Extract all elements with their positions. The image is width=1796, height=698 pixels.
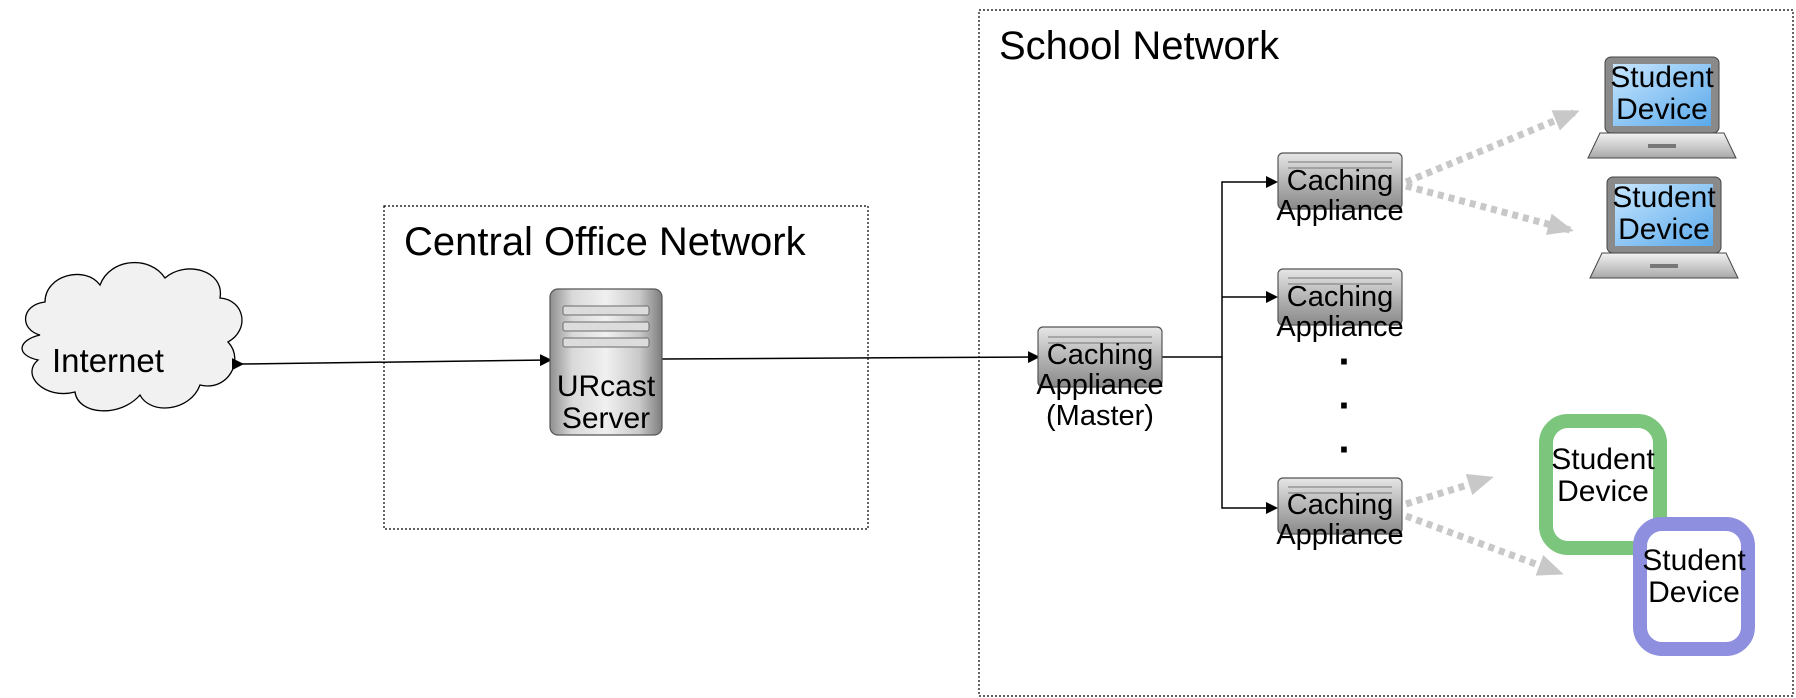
master-appliance-label-line3: (Master) <box>1046 399 1154 432</box>
tablet-icon <box>1633 517 1755 656</box>
tower-server-icon <box>549 288 663 436</box>
rack-server-icon <box>1277 477 1403 535</box>
master-appliance-label: Caching Appliance (Master) <box>1025 339 1175 432</box>
internet-server-link <box>231 354 552 371</box>
student-device-1-label: Student Device <box>1597 62 1727 125</box>
appliance-3-label-line1: Caching <box>1286 489 1394 521</box>
urcast-server-label-line2: Server <box>561 401 651 435</box>
urcast-server-label: URcast Server <box>545 371 667 434</box>
student-device-4-line1: Student <box>1642 544 1746 577</box>
student-device-4-line2: Device <box>1648 575 1740 609</box>
urcast-server-label-line1: URcast <box>556 370 656 403</box>
master-appliance-label-line1: Caching <box>1046 339 1154 371</box>
student-device-3-line1: Student <box>1551 443 1655 476</box>
appliance-2-label-line1: Caching <box>1286 281 1394 313</box>
student-device-3-line2: Device <box>1557 474 1649 508</box>
appliance-2-label-line2: Appliance <box>1276 311 1404 344</box>
ellipsis: · · · <box>1338 340 1352 472</box>
school-network-frame <box>978 9 1794 697</box>
appliance-2-label: Caching Appliance <box>1265 282 1415 343</box>
server-master-link <box>661 351 1040 364</box>
student-device-3-label: Student Device <box>1538 444 1668 507</box>
central-office-network-title: Central Office Network <box>404 220 806 264</box>
student-device-4-label: Student Device <box>1629 545 1759 608</box>
student-device-2-line1: Student <box>1612 181 1716 214</box>
appliance-1-label: Caching Appliance <box>1265 166 1415 227</box>
rack-server-icon <box>1037 326 1163 388</box>
student-device-1-line1: Student <box>1610 61 1714 94</box>
laptop-icon <box>1589 176 1739 279</box>
master-appliance-label-line2: Appliance <box>1036 369 1164 402</box>
internet-label: Internet <box>52 342 164 379</box>
cloud-icon <box>21 262 243 412</box>
rack-server-icon <box>1277 268 1403 326</box>
rack-server-icon <box>1277 152 1403 210</box>
wireless-links <box>1404 108 1580 577</box>
school-network-title: School Network <box>999 24 1280 68</box>
appliance-3-label: Caching Appliance <box>1265 490 1415 551</box>
tablet-icon <box>1539 414 1667 555</box>
master-fanout-links <box>1162 176 1278 514</box>
student-device-1-line2: Device <box>1616 92 1708 126</box>
laptop-icon <box>1587 56 1737 159</box>
appliance-1-label-line1: Caching <box>1286 165 1394 197</box>
student-device-2-line2: Device <box>1618 212 1710 246</box>
student-device-2-label: Student Device <box>1599 182 1729 245</box>
appliance-1-label-line2: Appliance <box>1276 195 1404 228</box>
appliance-3-label-line2: Appliance <box>1276 519 1404 552</box>
